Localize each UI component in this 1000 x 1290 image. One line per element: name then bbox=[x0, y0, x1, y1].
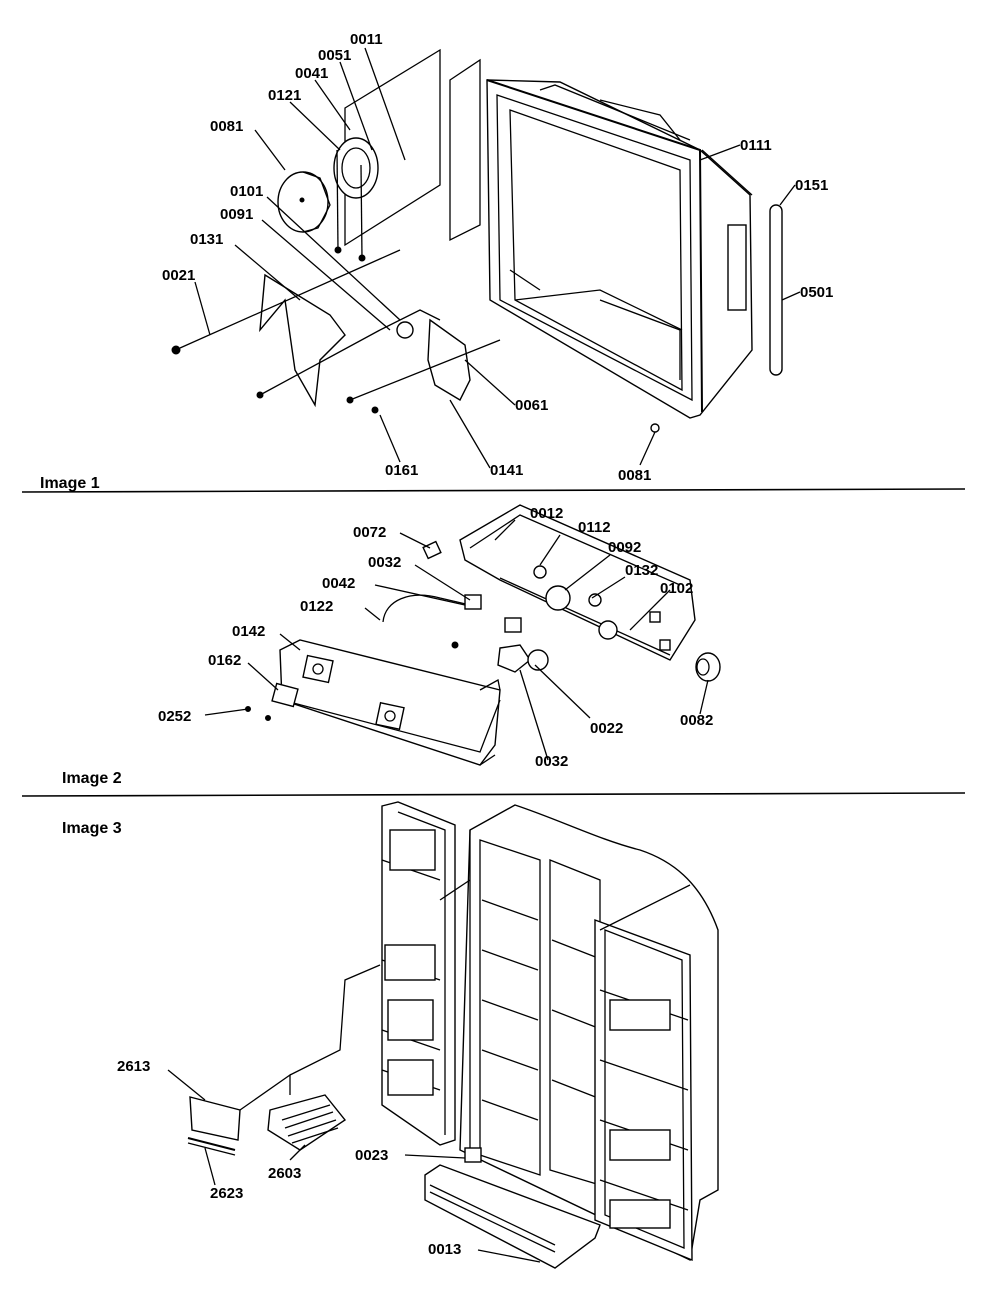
knob-0082 bbox=[695, 652, 721, 682]
caption-image-3: Image 3 bbox=[62, 820, 122, 837]
callout-2613: 2613 bbox=[117, 1058, 150, 1075]
callout-0021: 0021 bbox=[162, 267, 195, 284]
callout-0042: 0042 bbox=[322, 575, 355, 592]
callout-0252: 0252 bbox=[158, 708, 191, 725]
callout-0501: 0501 bbox=[800, 284, 833, 301]
callout-0132: 0132 bbox=[625, 562, 658, 579]
strip-2623 bbox=[187, 1137, 236, 1151]
callout-0013: 0013 bbox=[428, 1241, 461, 1258]
callout-0081-nut: 0081 bbox=[618, 467, 651, 484]
callout-0112: 0112 bbox=[578, 519, 611, 536]
board-0012 bbox=[459, 504, 696, 661]
image-2-leaders bbox=[204, 519, 709, 761]
callout-0151: 0151 bbox=[795, 177, 828, 194]
callout-0082: 0082 bbox=[680, 712, 713, 729]
actuator-arm-0131 bbox=[259, 273, 346, 408]
callout-0131: 0131 bbox=[190, 231, 223, 248]
divider-1 bbox=[21, 488, 966, 493]
caption-image-1: Image 1 bbox=[40, 475, 100, 492]
housing-0111 bbox=[486, 79, 753, 419]
image-1-leaders bbox=[194, 47, 801, 469]
callout-0141: 0141 bbox=[490, 462, 523, 479]
image-3-leaders bbox=[167, 964, 541, 1263]
callout-0161: 0161 bbox=[385, 462, 418, 479]
callout-0041: 0041 bbox=[295, 65, 328, 82]
grille-2603 bbox=[267, 1094, 347, 1151]
callout-0023: 0023 bbox=[355, 1147, 388, 1164]
callout-0032-upper: 0032 bbox=[368, 554, 401, 571]
panel-0011 bbox=[344, 48, 441, 247]
callout-0092: 0092 bbox=[608, 539, 641, 556]
motor-0081 bbox=[277, 171, 331, 233]
image-2-group: 0012 0112 0072 0092 0032 0132 0042 0102 … bbox=[21, 504, 966, 797]
refrigerator-cabinet bbox=[381, 801, 719, 1262]
rod-0501 bbox=[769, 204, 783, 376]
callout-0091: 0091 bbox=[220, 206, 253, 223]
toe-grille-0013 bbox=[424, 1164, 601, 1269]
bracket-0142 bbox=[279, 639, 501, 766]
callout-0101: 0101 bbox=[230, 183, 263, 200]
panel-inner bbox=[449, 58, 481, 242]
label-2613 bbox=[189, 1096, 241, 1141]
callout-0011: 0011 bbox=[350, 31, 383, 48]
callout-0162: 0162 bbox=[208, 652, 241, 669]
callout-2603: 2603 bbox=[268, 1165, 301, 1182]
motor-bracket bbox=[333, 137, 379, 262]
callout-0072: 0072 bbox=[353, 524, 386, 541]
callout-0061: 0061 bbox=[515, 397, 548, 414]
callout-0142: 0142 bbox=[232, 623, 265, 640]
image-3-group: Image 3 bbox=[62, 801, 719, 1269]
clip-0023 bbox=[464, 1147, 482, 1163]
callout-0012: 0012 bbox=[530, 505, 563, 522]
callout-0081-motor: 0081 bbox=[210, 118, 243, 135]
callout-0102: 0102 bbox=[660, 580, 693, 597]
callout-0111: 0111 bbox=[740, 137, 772, 154]
callout-0022: 0022 bbox=[590, 720, 623, 737]
switch-0072 bbox=[422, 540, 442, 560]
divider-2 bbox=[21, 792, 966, 797]
callout-0122: 0122 bbox=[300, 598, 333, 615]
callout-0051: 0051 bbox=[318, 47, 351, 64]
gear-0022 bbox=[497, 644, 531, 673]
callout-0032-lower: 0032 bbox=[535, 753, 568, 770]
caption-image-2: Image 2 bbox=[62, 770, 122, 787]
image-1-group: 0011 0051 0041 0121 0081 0101 0091 0131 … bbox=[21, 31, 966, 493]
callout-2623: 2623 bbox=[210, 1185, 243, 1202]
switch-0042 bbox=[464, 594, 482, 610]
callout-0121: 0121 bbox=[268, 87, 301, 104]
